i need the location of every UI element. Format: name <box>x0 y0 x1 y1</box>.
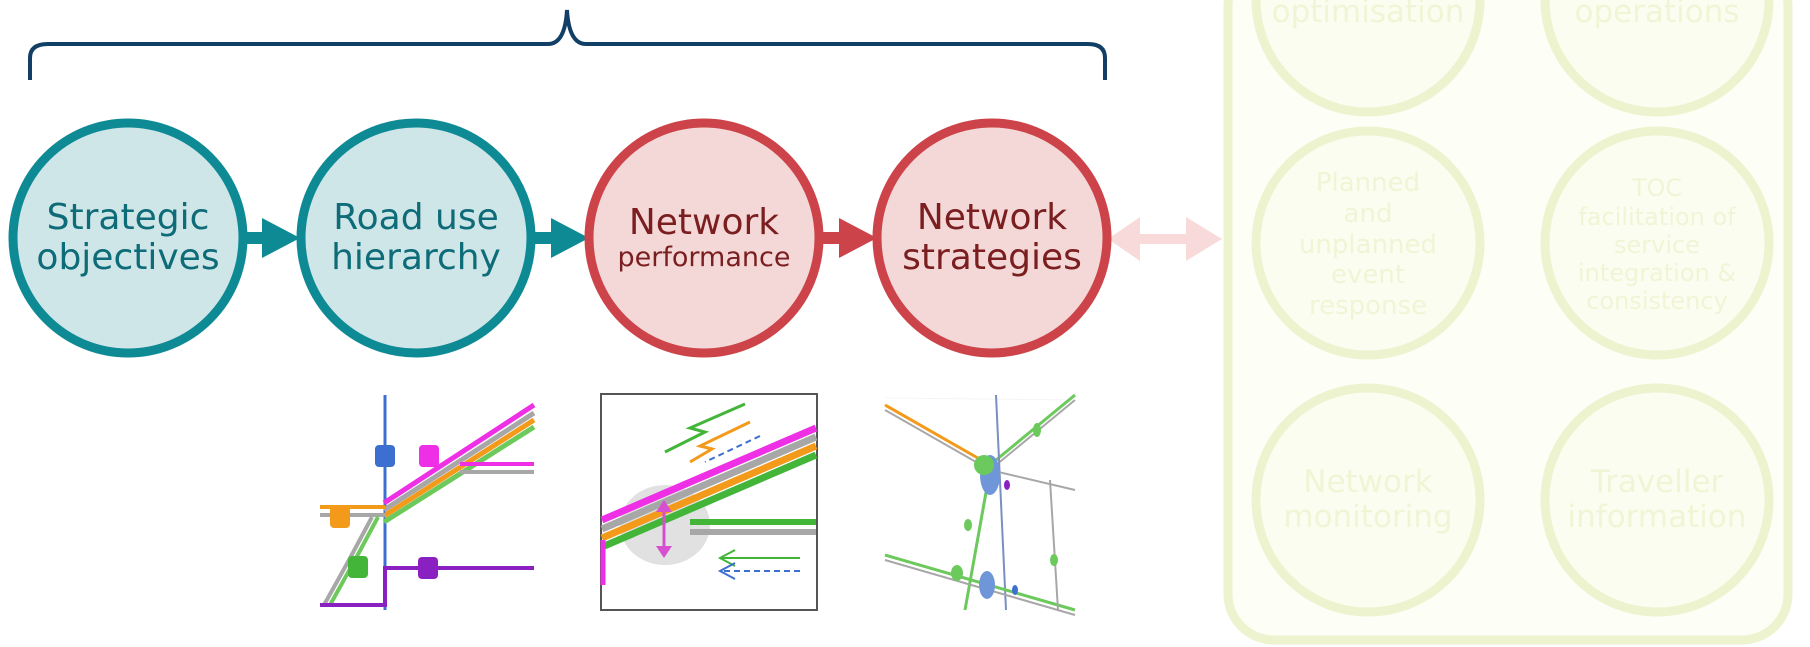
op-label-line: service <box>1614 230 1700 259</box>
op-label-line: Planned <box>1315 168 1421 199</box>
op-circle-event-response <box>1251 126 1485 360</box>
road-hierarchy-illustration <box>320 395 536 610</box>
pedestrian-icon <box>419 445 439 467</box>
op-label-line: monitoring <box>1283 499 1453 535</box>
operations-circles <box>1251 0 1774 617</box>
op-label-event-response: Planned and unplanned event response <box>1258 160 1478 330</box>
step-label-line: Road use <box>333 196 499 238</box>
op-label-line: TOC <box>1631 174 1683 203</box>
car-icon <box>375 445 395 467</box>
op-circle-traveller <box>1540 383 1774 617</box>
op-label-line: integration & <box>1577 259 1737 288</box>
op-label-toc-facilitation: TOC facilitation of service integration … <box>1547 165 1767 325</box>
op-circle-toc <box>1540 126 1774 360</box>
step-label-network-performance: Network performance <box>604 188 804 288</box>
op-circle-optimisation <box>1251 0 1485 117</box>
step-label-line: Strategic <box>46 196 210 238</box>
op-label-operations: operations <box>1547 0 1767 32</box>
step-label-strategic-objectives: Strategic objectives <box>28 188 228 288</box>
step-label-line: objectives <box>36 237 220 278</box>
op-label-optimisation: optimisation <box>1258 0 1478 32</box>
op-label-network-monitoring: Network monitoring <box>1258 460 1478 540</box>
tram-icon <box>348 556 368 578</box>
op-label-line: response <box>1308 291 1428 321</box>
step-label-line: Network <box>916 196 1068 238</box>
step-label-line: Network <box>628 201 780 243</box>
op-circle-operations <box>1540 0 1774 117</box>
connector-arrow-2 <box>527 218 589 258</box>
network-performance-illustration <box>600 393 818 611</box>
connector-arrow-3 <box>815 218 877 258</box>
step-label-line: hierarchy <box>331 237 501 278</box>
op-label-line: facilitation of <box>1578 202 1736 231</box>
network-strategies-map <box>882 393 1078 616</box>
op-label-line: Network <box>1303 464 1433 501</box>
link-arrow <box>1108 217 1222 261</box>
bus-icon <box>330 506 350 528</box>
op-label-line: and <box>1343 198 1393 229</box>
step-circle-road-use-hierarchy <box>296 118 536 358</box>
op-label-line: event <box>1330 260 1406 291</box>
op-label-line: operations <box>1574 0 1740 30</box>
op-label-line: consistency <box>1586 287 1728 316</box>
step-circle-strategic-objectives <box>8 118 248 358</box>
op-label-traveller-information: Traveller information <box>1547 460 1767 540</box>
op-circle-monitoring <box>1251 383 1485 617</box>
step-label-road-use-hierarchy: Road use hierarchy <box>316 188 516 288</box>
op-label-line: unplanned <box>1298 229 1438 260</box>
step-label-line: performance <box>617 242 791 274</box>
step-circle-network-performance <box>584 118 824 358</box>
op-label-line: Traveller <box>1590 464 1724 501</box>
step-label-line: strategies <box>902 237 1082 278</box>
bicycle-icon <box>418 557 438 579</box>
step-circle-network-strategies <box>872 118 1112 358</box>
step-label-network-strategies: Network strategies <box>892 188 1092 288</box>
op-label-line: information <box>1567 499 1747 535</box>
grouping-brace <box>28 9 1107 80</box>
op-label-line: optimisation <box>1271 0 1465 30</box>
